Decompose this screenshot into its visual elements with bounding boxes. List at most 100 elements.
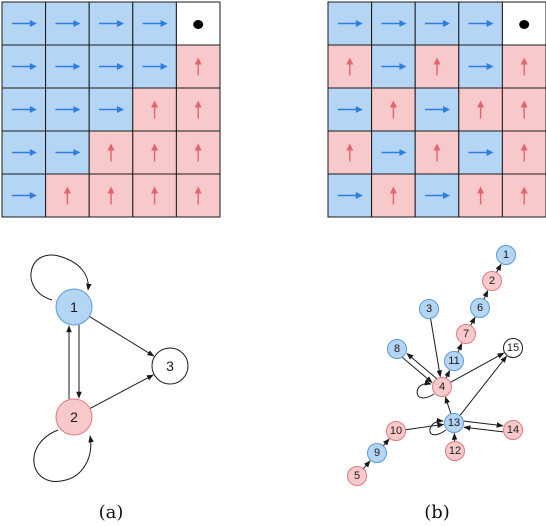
up-arrowhead-icon (520, 186, 528, 194)
node-15 (503, 338, 523, 358)
node-4 (432, 377, 452, 397)
right-arrowhead-icon (29, 106, 37, 113)
edge-6-2 (482, 289, 489, 300)
node-13 (444, 413, 464, 433)
edge-1-3 (89, 315, 155, 357)
grid-b-cell (371, 87, 416, 132)
node-3 (419, 299, 439, 319)
edge-3-4 (430, 318, 442, 378)
grid-b (327, 1, 546, 218)
right-arrowhead-icon (355, 20, 363, 27)
node-label-9: 9 (374, 447, 380, 459)
right-arrowhead-icon (73, 106, 81, 113)
right-arrowhead-icon (399, 63, 407, 70)
nodes: 1 2 3 (55, 288, 189, 436)
right-arrowhead-icon (117, 63, 124, 70)
up-arrowhead-icon (433, 57, 441, 65)
goal-dot-icon (519, 20, 530, 29)
up-arrowhead-icon (107, 186, 115, 194)
up-arrowhead-icon (520, 57, 528, 65)
up-arrowhead-icon (151, 100, 159, 108)
edge-2-1 (495, 263, 502, 273)
right-arrowhead-icon (355, 192, 363, 199)
edge-13-14 (463, 420, 504, 428)
up-arrowhead-icon (520, 143, 528, 151)
edge-8-4 (402, 357, 433, 383)
node-2 (55, 398, 93, 436)
up-arrowhead-icon (63, 186, 71, 194)
right-arrowhead-icon (73, 149, 81, 156)
node-label-10: 10 (390, 425, 402, 437)
self-loop-edge (33, 429, 94, 482)
up-arrowhead-icon (194, 143, 202, 151)
node-7 (456, 324, 476, 344)
node-label-12: 12 (449, 445, 461, 457)
node-6 (470, 298, 490, 318)
right-arrowhead-icon (160, 63, 168, 70)
node-14 (503, 420, 523, 440)
node-label-11: 11 (448, 355, 459, 367)
edge-4-15 (450, 352, 505, 383)
right-arrowhead-icon (443, 20, 450, 27)
up-arrowhead-icon (194, 100, 202, 108)
node-1 (55, 288, 93, 326)
node-label-1: 1 (503, 249, 509, 261)
goal-dot-icon (193, 20, 204, 29)
node-label-4: 4 (439, 381, 445, 393)
right-arrowhead-icon (29, 192, 37, 199)
graph-a: 1 2 3 (30, 254, 189, 482)
node-label-2: 2 (70, 409, 78, 425)
edge-10-13 (405, 422, 445, 431)
up-arrowhead-icon (433, 143, 441, 151)
right-arrowhead-icon (399, 20, 407, 27)
node-label-15: 15 (507, 342, 519, 354)
node-label-3: 3 (426, 303, 432, 315)
grid-b-cell (414, 44, 460, 89)
right-arrowhead-icon (117, 106, 124, 113)
right-arrowhead-icon (73, 63, 81, 70)
self-loop-edge (429, 417, 447, 436)
up-arrowhead-icon (389, 186, 397, 194)
up-arrowhead-icon (194, 57, 202, 65)
right-arrowhead-icon (160, 20, 168, 27)
right-arrowhead-icon (486, 20, 494, 27)
node-label-7: 7 (463, 328, 469, 340)
node-9 (367, 443, 387, 463)
node-2 (482, 271, 502, 291)
right-arrowhead-icon (443, 106, 450, 113)
node-label-2: 2 (489, 275, 495, 287)
up-arrowhead-icon (194, 186, 202, 194)
edge-2-3 (89, 374, 154, 409)
edge-13-4 (444, 396, 452, 415)
node-label-14: 14 (507, 424, 519, 436)
edge-5-9 (362, 460, 371, 470)
up-arrowhead-icon (477, 186, 485, 194)
edge-13-15 (459, 355, 507, 416)
self-loop-edge (30, 254, 92, 301)
caption-a: (a) (99, 502, 124, 523)
node-1 (496, 245, 516, 265)
node-label-3: 3 (166, 358, 174, 374)
edge-9-10 (382, 438, 390, 447)
node-label-13: 13 (448, 417, 460, 429)
node-label-1: 1 (70, 299, 78, 315)
edge-14-13 (463, 425, 504, 433)
node-label-6: 6 (477, 302, 483, 314)
right-arrowhead-icon (486, 63, 494, 70)
node-label-5: 5 (354, 470, 360, 482)
right-arrowhead-icon (73, 20, 81, 27)
right-arrowhead-icon (29, 63, 37, 70)
right-arrowhead-icon (355, 106, 363, 113)
right-arrowhead-icon (29, 20, 37, 27)
node-12 (445, 441, 465, 461)
right-arrowhead-icon (443, 192, 450, 199)
up-arrowhead-icon (107, 143, 115, 151)
up-arrowhead-icon (151, 143, 159, 151)
grid-a (1, 1, 221, 218)
node-10 (386, 421, 406, 441)
grid-a-cell (88, 1, 134, 46)
right-arrowhead-icon (29, 149, 37, 156)
self-loop-edge (416, 379, 435, 399)
